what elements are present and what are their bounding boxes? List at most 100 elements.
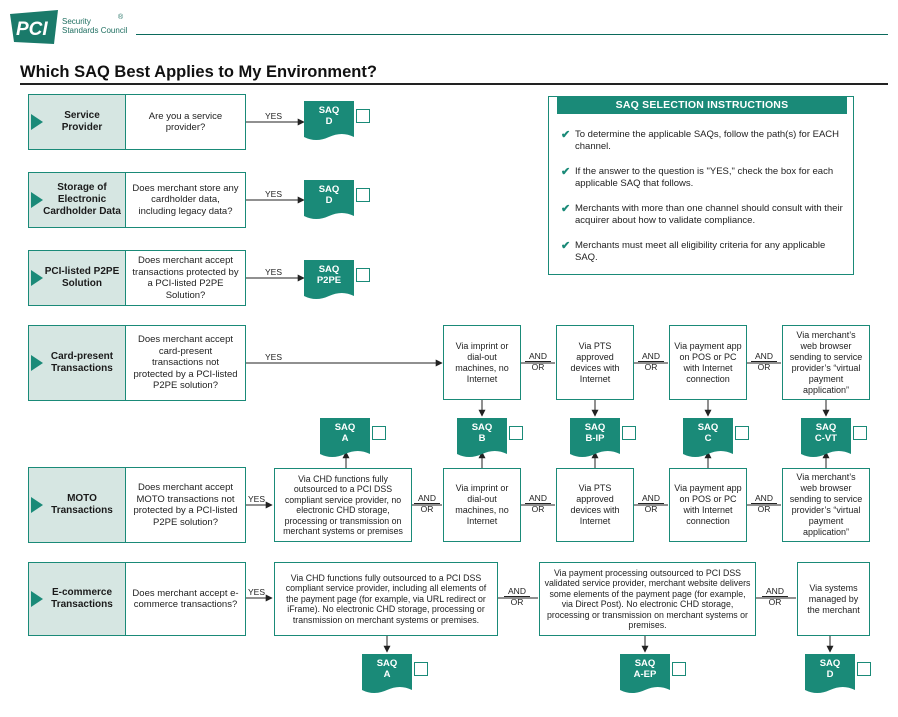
category-card-present: Card-present Transactions Does merchant … [28,325,246,401]
document-icon [304,260,354,299]
instruction-text: To determine the applicable SAQs, follow… [575,129,840,152]
saq-line2: C [704,433,712,444]
document-icon [457,418,507,457]
question-text: Does merchant store any cardholder data,… [132,182,239,217]
checkbox-icon[interactable] [356,188,370,202]
instruction-text: If the answer to the question is "YES," … [575,166,834,189]
document-icon [620,654,670,693]
checkmark-icon: ✔ [561,240,571,252]
option-virtual-terminal: Via merchant’s web browser sending to se… [782,468,870,542]
org-name: Security Standards Council [62,17,127,35]
checkmark-icon: ✔ [561,203,571,215]
option-pts: Via PTS approved devices with Internet [556,468,634,542]
document-icon [362,654,412,693]
category-ecommerce: E-commerce Transactions Does merchant ac… [28,562,246,636]
option-imprint: Via imprint or dial-out machines, no Int… [443,325,521,400]
category-label: Card-present Transactions [50,351,114,374]
checkbox-icon[interactable] [853,426,867,440]
title-rule [20,83,888,85]
instruction-item: ✔ Merchants must meet all eligibility cri… [561,240,846,264]
saq-line2: C-VT [814,433,838,444]
saq-line2: D [325,116,333,127]
option-ecom-direct-post: Via payment processing outsourced to PCI… [539,562,756,636]
document-icon [805,654,855,693]
checkbox-icon[interactable] [857,662,871,676]
category-p2pe: PCI-listed P2PE Solution Does merchant a… [28,250,246,306]
saq-line2: D [325,195,333,206]
saq-line2: B [478,433,486,444]
checkbox-icon[interactable] [509,426,523,440]
saq-line1: SAQ [376,658,398,669]
checkbox-icon[interactable] [414,662,428,676]
instructions-heading: SAQ SELECTION INSTRUCTIONS [557,96,847,114]
saq-line1: SAQ [318,105,340,116]
instruction-text: Merchants must meet all eligibility crit… [575,240,826,263]
option-pts: Via PTS approved devices with Internet [556,325,634,400]
question-text: Does merchant accept card-present transa… [133,334,238,392]
option-chd-outsourced: Via CHD functions fully outsourced to a … [274,468,412,542]
arrow-right-icon [31,270,43,286]
arrow-right-icon [31,114,43,130]
arrow-right-icon [31,192,43,208]
document-icon [570,418,620,457]
checkbox-icon[interactable] [356,268,370,282]
question-text: Does merchant accept MOTO transactions n… [133,482,238,528]
document-icon [801,418,851,457]
yes-label: YES [248,587,266,597]
option-ecom-redirect: Via CHD functions fully outsourced to a … [274,562,498,636]
saq-line1: SAQ [471,422,493,433]
question-text: Are you a service provider? [148,110,223,134]
category-label: PCI-listed P2PE Solution [44,266,120,289]
option-imprint: Via imprint or dial-out machines, no Int… [443,468,521,542]
checkbox-icon[interactable] [372,426,386,440]
yes-label: YES [265,111,283,121]
saq-line1: SAQ [318,264,340,275]
checkmark-icon: ✔ [561,129,571,141]
saq-line2: D [826,669,834,680]
category-label: E-commerce Transactions [51,587,113,610]
checkbox-icon[interactable] [622,426,636,440]
saq-line1: SAQ [634,658,656,669]
saq-line1: SAQ [584,422,606,433]
yes-label: YES [265,352,283,362]
option-ecom-merchant-managed: Via systems managed by the merchant [797,562,870,636]
instruction-text: Merchants with more than one channel sho… [575,203,843,226]
instruction-item: ✔ To determine the applicable SAQs, follo… [561,129,846,153]
category-service-provider: Service Provider Are you a service provi… [28,94,246,150]
org-name-line2: Standards Council [62,26,128,35]
header-rule [136,34,888,35]
document-icon [683,418,733,457]
pci-logo: PCI [10,10,58,44]
saq-line1: SAQ [815,422,837,433]
saq-line2: A [341,433,349,444]
instruction-item: ✔If the answer to the question is "YES,"… [561,166,846,190]
document-icon [320,418,370,457]
option-payment-app: Via payment app on POS or PC with Intern… [669,468,747,542]
checkbox-icon[interactable] [735,426,749,440]
checkbox-icon[interactable] [356,109,370,123]
saq-line2: A [383,669,391,680]
saq-line2: P2PE [316,275,342,286]
yes-label: YES [265,189,283,199]
category-moto: MOTO Transactions Does merchant accept M… [28,467,246,543]
checkbox-icon[interactable] [672,662,686,676]
yes-label: YES [265,267,283,277]
option-payment-app: Via payment app on POS or PC with Intern… [669,325,747,400]
category-label: MOTO Transactions [51,493,113,516]
